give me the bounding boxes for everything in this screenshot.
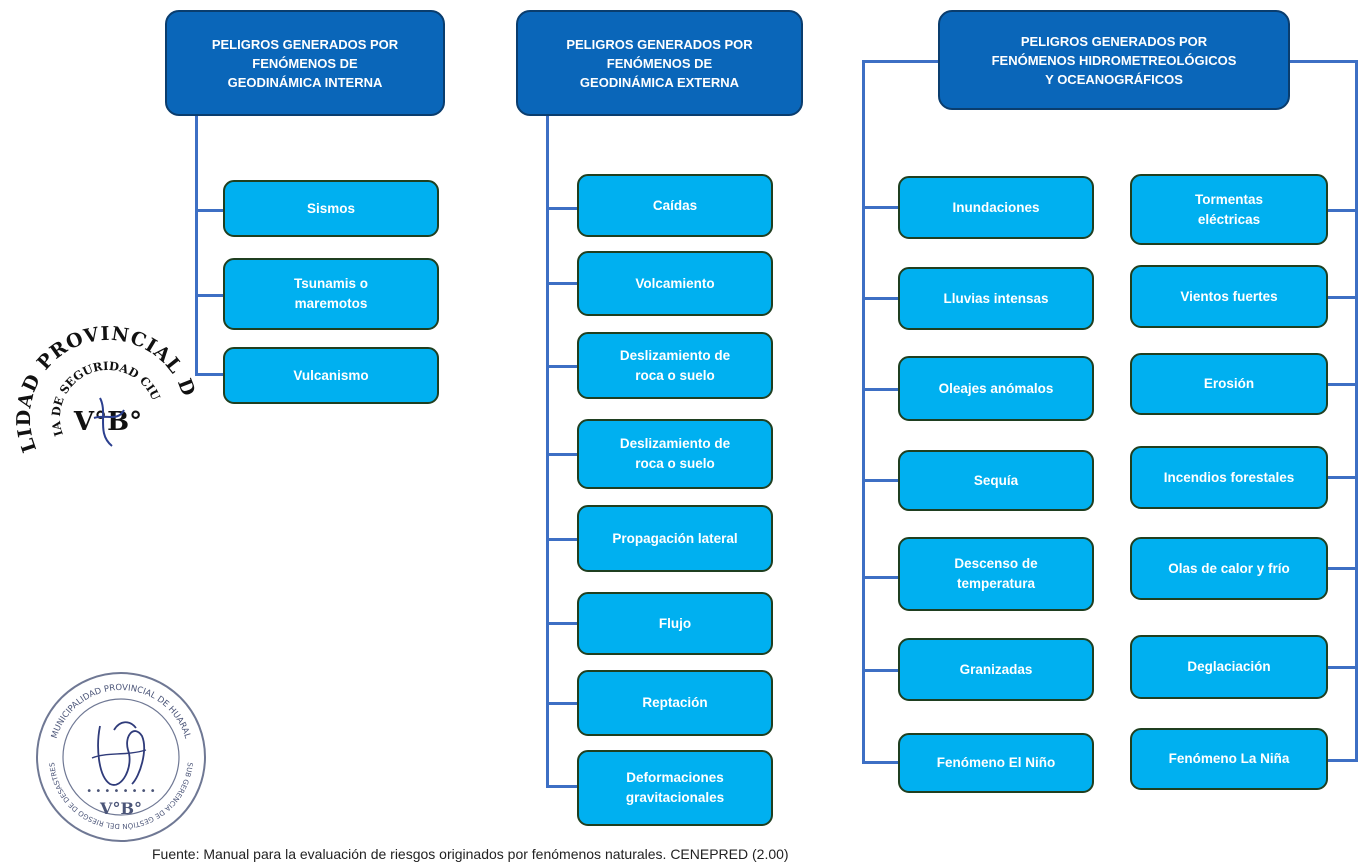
node-tsunamis: Tsunamis o maremotos [223, 258, 439, 330]
col2-branch-line [546, 785, 577, 788]
node-reptacion: Reptación [577, 670, 773, 736]
node-caidas: Caídas [577, 174, 773, 237]
node-deglaciacion: Deglaciación [1130, 635, 1328, 699]
col2-branch-line [546, 365, 577, 368]
node-descenso-temperatura: Descenso de temperatura [898, 537, 1094, 611]
col3-branch-line [1328, 296, 1358, 299]
node-vientos-fuertes: Vientos fuertes [1130, 265, 1328, 328]
header-geodinamica-externa: PELIGROS GENERADOS POR FENÓMENOS DE GEOD… [516, 10, 803, 116]
col1-branch-line [195, 209, 223, 212]
col3-branch-line [1328, 567, 1358, 570]
node-incendios-forestales: Incendios forestales [1130, 446, 1328, 509]
col3-branch-line [862, 576, 898, 579]
col1-branch-line [195, 294, 223, 297]
col3-top-line-left [862, 60, 938, 63]
seal-stamp-seguridad-ciudadana: MUNICIPALIDAD PROVINCIAL DE HUARAL GEREN… [8, 318, 200, 463]
node-fenomeno-la-nina: Fenómeno La Niña [1130, 728, 1328, 790]
node-vulcanismo: Vulcanismo [223, 347, 439, 404]
node-olas-calor-frio: Olas de calor y frío [1130, 537, 1328, 600]
col2-trunk-line [546, 116, 549, 788]
col3-top-line-right [1290, 60, 1358, 63]
col1-trunk-line [195, 116, 198, 376]
node-inundaciones: Inundaciones [898, 176, 1094, 239]
col3-branch-line [862, 388, 898, 391]
node-volcamiento: Volcamiento [577, 251, 773, 316]
svg-text:V°B°: V°B° [99, 799, 142, 818]
node-propagacion-lateral: Propagación lateral [577, 505, 773, 572]
col3-branch-line [862, 761, 898, 764]
svg-text:MUNICIPALIDAD PROVINCIAL DE HU: MUNICIPALIDAD PROVINCIAL DE HUARAL [50, 683, 193, 740]
node-deslizamiento-1: Deslizamiento de roca o suelo [577, 332, 773, 399]
svg-text:• • • • • • • •: • • • • • • • • [86, 786, 155, 797]
node-deslizamiento-2: Deslizamiento de roca o suelo [577, 419, 773, 489]
header-geodinamica-interna: PELIGROS GENERADOS POR FENÓMENOS DE GEOD… [165, 10, 445, 116]
node-sismos: Sismos [223, 180, 439, 237]
col3-branch-line [1328, 383, 1358, 386]
node-deformaciones: Deformaciones gravitacionales [577, 750, 773, 826]
col3-branch-line [1328, 209, 1358, 212]
col1-branch-line [195, 373, 223, 376]
col3-branch-line [862, 297, 898, 300]
col3-branch-line [862, 479, 898, 482]
col2-branch-line [546, 538, 577, 541]
col2-branch-line [546, 453, 577, 456]
node-erosion: Erosión [1130, 353, 1328, 415]
col2-branch-line [546, 282, 577, 285]
node-fenomeno-el-nino: Fenómeno El Niño [898, 733, 1094, 793]
header-hidrometeorologicos: PELIGROS GENERADOS POR FENÓMENOS HIDROME… [938, 10, 1290, 110]
col3-branch-line [862, 206, 898, 209]
col2-branch-line [546, 622, 577, 625]
node-tormentas-electricas: Tormentas eléctricas [1130, 174, 1328, 245]
node-oleajes-anomalos: Oleajes anómalos [898, 356, 1094, 421]
col3-branch-line [1328, 759, 1358, 762]
col3-branch-line [862, 669, 898, 672]
svg-text:MUNICIPALIDAD PROVINCIAL DE HU: MUNICIPALIDAD PROVINCIAL DE HUARAL [8, 318, 200, 463]
col3-branch-line [1328, 666, 1358, 669]
col3-trunk-left [862, 60, 865, 764]
node-granizadas: Granizadas [898, 638, 1094, 701]
node-flujo: Flujo [577, 592, 773, 655]
col2-branch-line [546, 207, 577, 210]
col3-trunk-right [1355, 60, 1358, 762]
source-caption: Fuente: Manual para la evaluación de rie… [152, 846, 789, 862]
col3-branch-line [1328, 476, 1358, 479]
round-seal-stamp-gestion-riesgo: MUNICIPALIDAD PROVINCIAL DE HUARAL SUB G… [36, 672, 206, 842]
node-lluvias-intensas: Lluvias intensas [898, 267, 1094, 330]
svg-text:V°B°: V°B° [73, 407, 142, 437]
node-sequia: Sequía [898, 450, 1094, 511]
col2-branch-line [546, 702, 577, 705]
